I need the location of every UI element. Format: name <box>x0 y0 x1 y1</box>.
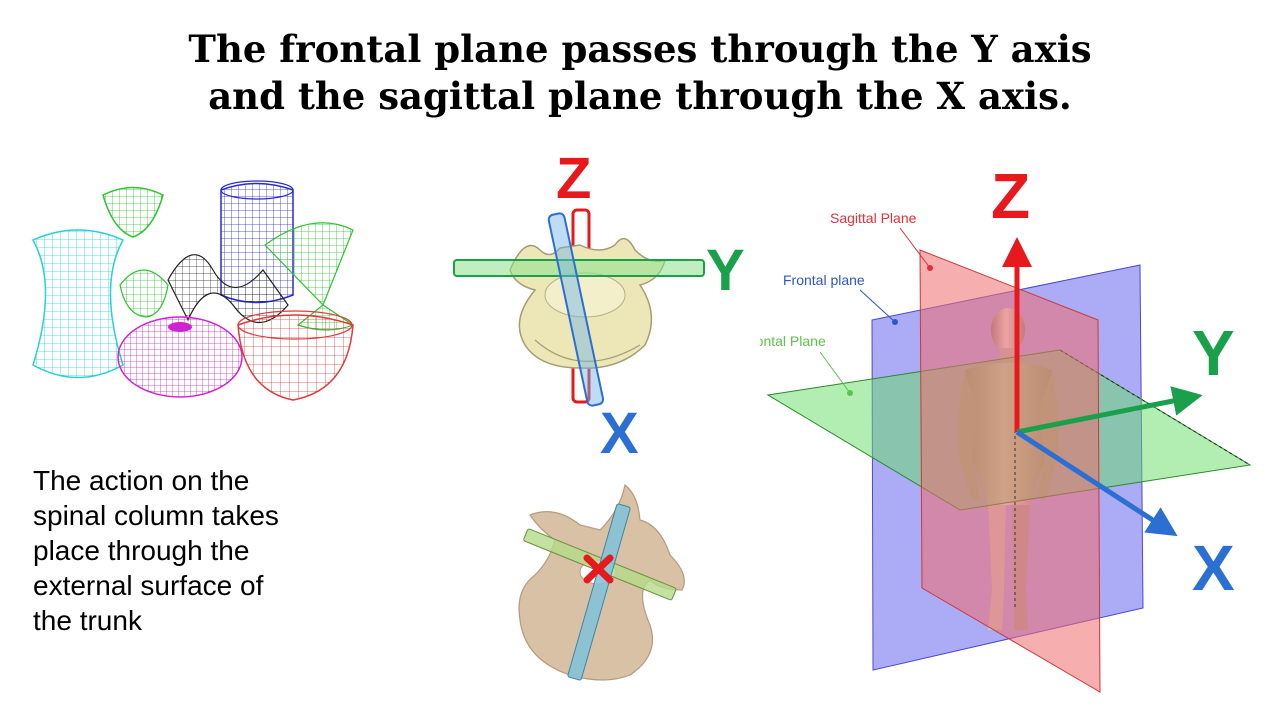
vertebra-z-label: Z <box>556 146 591 211</box>
vertebra-y-rod <box>453 259 705 277</box>
vertebra-x-label: X <box>600 401 639 466</box>
cyan-hyperboloid-shape <box>31 229 125 379</box>
sagittal-plane <box>919 249 1101 693</box>
sagittal-plane-label: Sagittal Plane <box>830 210 917 226</box>
red-paraboloid-shape <box>237 314 354 401</box>
green-paraboloid-shape <box>119 269 169 318</box>
planes-x-label: X <box>1192 532 1235 604</box>
planes-z-label: Z <box>991 160 1030 232</box>
planes-y-axis <box>1016 386 1203 435</box>
planes-y-label: Y <box>1192 317 1235 389</box>
title-line-2: and the sagittal plane through the X axi… <box>208 74 1072 118</box>
green-cone-shape <box>102 186 164 238</box>
cross-mark-icon <box>583 554 614 584</box>
body-text: The action on the spinal column takes pl… <box>33 463 333 638</box>
vertebra-top-blue-rod <box>567 503 631 681</box>
body-line-1: The action on the <box>33 465 250 496</box>
body-line-3: place through the <box>33 535 250 566</box>
planes-x-axis <box>1015 429 1178 537</box>
vertebra-axes-diagram: Z Y X <box>453 146 745 466</box>
body-line-5: the trunk <box>33 605 142 636</box>
title-line-1: The frontal plane passes through the Y a… <box>188 27 1092 71</box>
magenta-ellipsoid-shape <box>117 316 243 398</box>
vertebra-top-view-diagram <box>518 483 685 681</box>
body-line-2: spinal column takes <box>33 500 279 531</box>
body-planes-diagram: Z Y X Sagittal Plane Frontal plane Horiz… <box>760 160 1252 693</box>
frontal-plane-label: Frontal plane <box>783 272 865 288</box>
vertebra-x-rod <box>547 212 605 407</box>
wireframe-surfaces-illustration <box>31 180 355 401</box>
green-double-cone-shape <box>264 222 354 307</box>
body-line-4: external surface of <box>33 570 264 601</box>
black-saddle-shape <box>167 254 289 323</box>
horizontal-plane-label: Horizontal Plane <box>760 333 826 349</box>
slide-title: The frontal plane passes through the Y a… <box>0 26 1280 120</box>
vertebra-y-label: Y <box>706 238 745 303</box>
